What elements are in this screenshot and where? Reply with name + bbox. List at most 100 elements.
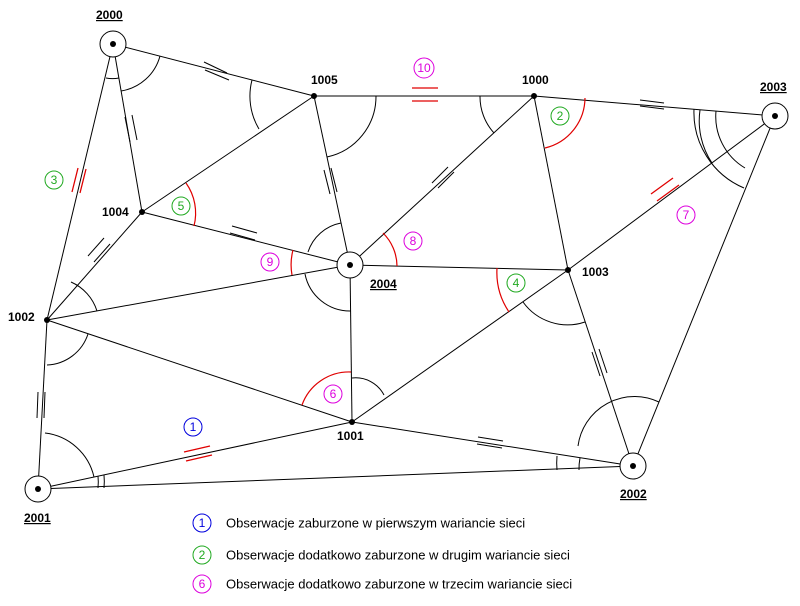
angle-arc-2004-b <box>304 273 352 312</box>
angle-arc-2003-a <box>715 110 746 169</box>
control-point-2001 <box>24 475 52 503</box>
tick-1002-2001 <box>36 391 39 419</box>
angle-arcs <box>44 55 746 489</box>
marker-6: 6 <box>323 384 343 404</box>
observation-markers: 1 2 3 4 5 6 7 8 <box>44 57 696 437</box>
tick-1003-2002-b <box>598 348 608 374</box>
legend-number-1: 1 <box>199 516 206 530</box>
edge-1004-1002 <box>46 211 143 321</box>
edge-1002-1001 <box>46 319 353 423</box>
red-tick-1-b <box>185 454 213 462</box>
edge-1000-2004 <box>349 95 535 266</box>
tick-1002-2001-b <box>43 391 46 419</box>
angle-arc-2002-c <box>578 457 581 471</box>
angle-arc-1002-b <box>46 333 89 366</box>
angle-arc-2004-c <box>351 377 385 396</box>
angle-arc-1005-a <box>249 79 260 130</box>
legend-text-1: Obserwacje zaburzone w pierwszym warianc… <box>226 516 525 531</box>
marker-3-text: 3 <box>51 173 58 187</box>
angle-arc-2000 <box>120 55 161 92</box>
edge-1001-2002 <box>351 421 634 467</box>
edge-1003-1001 <box>351 269 569 423</box>
edge-1000-2003 <box>533 95 776 117</box>
angle-arc-1002-a <box>70 281 98 312</box>
edge-1003-2002 <box>567 269 634 467</box>
point-labels: 2000 2003 2004 2001 2002 1005 1000 1004 … <box>8 8 787 525</box>
tick-1003-2002 <box>591 351 601 377</box>
edge-2004-1003 <box>349 264 569 271</box>
tick-1004-2004 <box>231 225 258 234</box>
edge-2004-1001 <box>349 264 353 423</box>
edge-2001-1001 <box>37 421 353 490</box>
tick-2000-1004-b <box>131 114 138 141</box>
marker-2: 2 <box>550 106 570 126</box>
label-1002: 1002 <box>8 310 35 324</box>
marker-3: 3 <box>44 170 64 190</box>
marker-9-text: 9 <box>267 255 274 269</box>
legend-text-3: Obserwacje dodatkowo zaburzone w trzecim… <box>226 577 572 592</box>
tick-1005-2004-b <box>330 167 338 193</box>
legend-number-2: 2 <box>199 548 206 562</box>
angle-arc-2004-a <box>307 222 342 253</box>
label-2003: 2003 <box>760 80 787 94</box>
label-2000: 2000 <box>96 8 123 22</box>
red-tick-3-b <box>79 168 87 194</box>
edge-1005-2004 <box>313 95 351 266</box>
red-arc-2 <box>544 97 586 149</box>
control-point-2004 <box>336 251 364 279</box>
network-edges <box>37 43 776 490</box>
legend-item-variant2: 2 Obserwacje dodatkowo zaburzone w drugi… <box>192 545 570 565</box>
angle-arc-2002-a <box>577 395 660 447</box>
red-arc-6 <box>301 371 352 406</box>
edge-1003-2003 <box>567 115 776 271</box>
tick-1001-2002 <box>477 436 504 442</box>
point-1003 <box>565 267 571 273</box>
label-1000: 1000 <box>522 73 549 87</box>
red-arc-5 <box>185 182 197 227</box>
tick-2000-1005 <box>203 61 228 74</box>
marker-8: 8 <box>403 231 423 251</box>
disturbed-distance-ticks <box>71 87 680 462</box>
tick-1005-2004 <box>323 169 331 195</box>
label-1004: 1004 <box>102 205 129 219</box>
legend-item-variant3: 6 Obserwacje dodatkowo zaburzone w trzec… <box>192 574 572 594</box>
tick-1004-1002 <box>87 237 105 257</box>
angle-arc-2003-b <box>698 109 713 164</box>
legend: 1 Obserwacje zaburzone w pierwszym waria… <box>192 513 572 594</box>
marker-10: 10 <box>413 57 435 79</box>
point-1002 <box>44 317 50 323</box>
edge-1004-2004 <box>141 211 351 266</box>
angle-arc-2000-b <box>105 77 120 80</box>
control-point-2000 <box>99 30 127 58</box>
tick-2000-1005-b <box>204 69 230 81</box>
angle-arc-1000-a <box>479 95 495 134</box>
marker-7-text: 7 <box>683 208 690 222</box>
new-points <box>44 93 571 425</box>
marker-5-text: 5 <box>178 199 185 213</box>
point-1001 <box>349 419 355 425</box>
edge-1000-1003 <box>533 95 569 271</box>
tick-1000-2004-b <box>437 171 455 189</box>
control-point-2003 <box>761 102 789 130</box>
red-arc-4 <box>496 267 510 313</box>
point-1000 <box>531 93 537 99</box>
red-tick-3 <box>71 167 79 193</box>
edge-2000-1002 <box>46 43 114 321</box>
edge-1002-2001 <box>37 319 48 490</box>
red-tick-1 <box>183 445 211 453</box>
marker-1-text: 1 <box>190 420 197 434</box>
tick-1004-2004-b <box>229 232 256 241</box>
legend-number-3: 6 <box>199 577 206 591</box>
marker-4-text: 4 <box>513 276 520 290</box>
label-1005: 1005 <box>311 73 338 87</box>
tick-1004-1002-b <box>93 243 111 263</box>
distance-ticks <box>36 61 665 449</box>
label-2001: 2001 <box>24 511 51 525</box>
edge-1002-2004 <box>46 264 351 321</box>
edge-2000-1005 <box>112 43 315 97</box>
marker-5: 5 <box>171 196 191 216</box>
marker-2-text: 2 <box>557 109 564 123</box>
marker-6-text: 6 <box>330 387 337 401</box>
tick-1000-2004 <box>431 166 449 184</box>
marker-4: 4 <box>506 273 526 293</box>
